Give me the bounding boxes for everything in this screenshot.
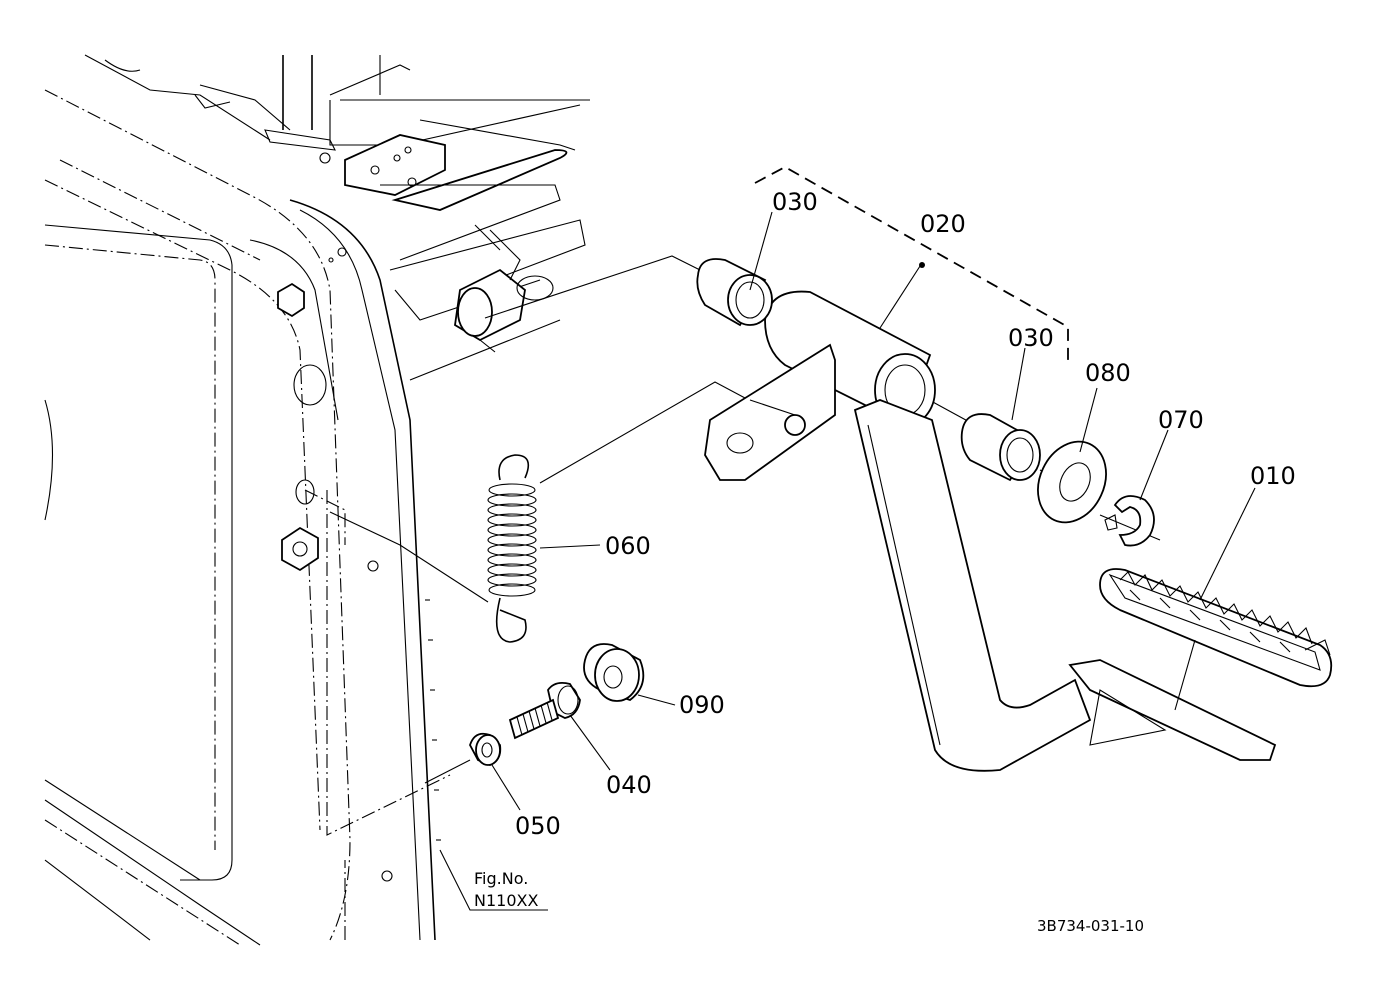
assembly-bracket — [754, 165, 1069, 363]
drawing-ref: 3B734-031-10 — [1037, 917, 1144, 935]
label-090: 090 — [679, 691, 725, 719]
snap-ring-070 — [1104, 495, 1155, 547]
label-030-upper: 030 — [772, 188, 818, 216]
label-070: 070 — [1158, 406, 1204, 434]
spring-060 — [487, 454, 537, 643]
figure-reference: Fig.No. N110XX — [439, 849, 548, 911]
label-060: 060 — [605, 532, 651, 560]
bushing-030-lower — [960, 413, 1041, 482]
label-020: 020 — [920, 210, 966, 238]
label-050: 050 — [515, 812, 561, 840]
bolt-040 — [508, 681, 581, 740]
part-labels: 030 020 030 080 070 010 060 090 040 050 — [515, 188, 1296, 840]
callout-leaders — [491, 211, 1256, 811]
label-010: 010 — [1250, 462, 1296, 490]
nut-050 — [469, 732, 502, 766]
machine-frame — [44, 89, 451, 946]
label-080: 080 — [1085, 359, 1131, 387]
pedal-arm-020 — [704, 165, 1277, 772]
fig-no-value: N110XX — [474, 891, 538, 910]
upper-mechanism — [84, 54, 590, 381]
spacer-090 — [583, 643, 645, 702]
fig-no-label: Fig.No. — [474, 869, 528, 888]
label-040: 040 — [606, 771, 652, 799]
bushing-030-upper — [696, 258, 773, 327]
label-030-lower: 030 — [1008, 324, 1054, 352]
washer-080 — [1037, 440, 1107, 524]
pedal-pad-010 — [1099, 568, 1333, 688]
